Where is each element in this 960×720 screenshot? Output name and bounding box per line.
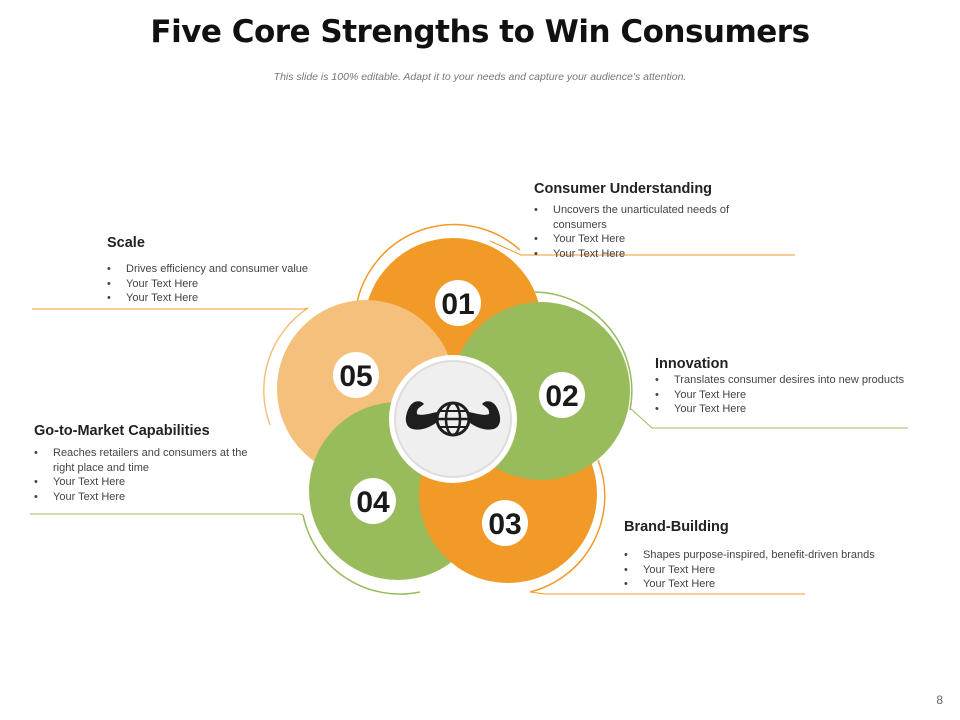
bullet: Your Text Here [34,490,264,505]
slide-subtitle: This slide is 100% editable. Adapt it to… [273,71,687,83]
bullet: Shapes purpose-inspired, benefit-driven … [624,548,924,563]
item-heading-05: Scale [107,235,145,251]
item-bullets-05: Drives efficiency and consumer value You… [107,262,357,306]
bullet: Translates consumer desires into new pro… [655,373,905,388]
number-01: 01 [441,288,474,321]
item-bullets-04: Reaches retailers and consumers at the r… [34,446,264,504]
flexing-arms-globe-icon [405,401,501,437]
item-block-02: Innovation Translates consumer desires i… [655,356,905,417]
badge-04: 04 [350,478,396,524]
badge-03: 03 [482,500,528,546]
bullet: Your Text Here [34,475,264,490]
bullet: Your Text Here [107,277,357,292]
badge-01: 01 [435,280,481,326]
bullet: Your Text Here [534,247,774,262]
bullet: Uncovers the unarticulated needs of cons… [534,203,774,232]
bullet: Your Text Here [534,232,774,247]
bullet: Your Text Here [107,291,357,306]
item-heading-04: Go-to-Market Capabilities [34,423,210,439]
bullet: Your Text Here [624,563,924,578]
bullet: Your Text Here [655,402,905,417]
connector-04 [30,513,304,516]
ring-02 [534,291,633,411]
ring-04 [302,514,421,595]
ring-03 [529,459,606,593]
page-number: 8 [936,693,943,707]
badge-05: 05 [333,352,379,398]
item-heading-03: Brand-Building [624,519,729,535]
slide-title: Five Core Strengths to Win Consumers [150,14,810,50]
item-heading-01: Consumer Understanding [534,181,713,197]
item-block-04: Go-to-Market Capabilities Reaches retail… [34,423,264,504]
number-05: 05 [339,360,372,393]
item-bullets-02: Translates consumer desires into new pro… [655,373,905,417]
item-block-05: Scale Drives efficiency and consumer val… [107,235,357,306]
ring-01 [355,223,521,309]
number-02: 02 [545,380,578,413]
ring-05 [263,307,309,426]
badge-02: 02 [539,372,585,418]
item-heading-02: Innovation [655,356,729,372]
item-bullets-03: Shapes purpose-inspired, benefit-driven … [624,548,924,592]
bullet: Drives efficiency and consumer value [107,262,357,277]
number-03: 03 [488,508,521,541]
bullet: Reaches retailers and consumers at the r… [34,446,264,475]
bullet: Your Text Here [655,388,905,403]
connector-03 [529,591,805,595]
item-block-03: Brand-Building Shapes purpose-inspired, … [624,519,924,592]
item-block-01: Consumer Understanding Uncovers the unar… [534,181,774,261]
connector-05 [32,307,309,310]
bullet: Your Text Here [624,577,924,592]
number-04: 04 [356,486,390,519]
item-bullets-01: Uncovers the unarticulated needs of cons… [534,203,774,261]
connector-02 [629,407,908,429]
